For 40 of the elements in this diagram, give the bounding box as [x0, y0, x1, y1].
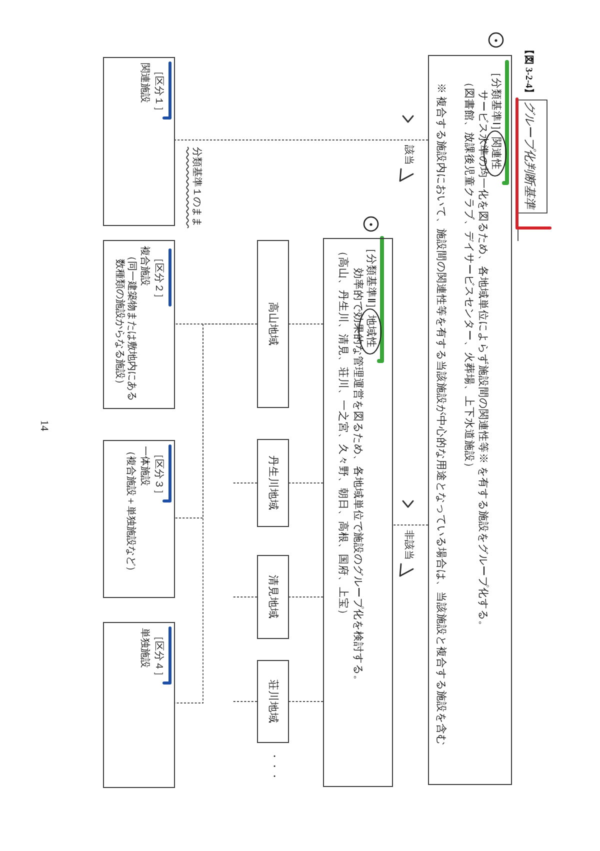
criteria-box [323, 238, 393, 787]
criteria-label: ［分類基準Ⅱ］ [364, 243, 377, 314]
category-heading: ［区分３］ [152, 449, 165, 499]
category-heading: ［区分２］ [152, 253, 165, 303]
area-box: 丹生川地域 [257, 439, 289, 527]
connector-line [232, 596, 258, 598]
connector-line [232, 701, 258, 702]
criteria-name: 関連性 [489, 137, 502, 170]
category-name: 関連施設 [138, 63, 151, 103]
edge-label: 該当 [402, 144, 414, 166]
page-number: 14 [37, 420, 51, 431]
category-name: 単独施設 [138, 628, 151, 668]
criteria-name: 地域性 [364, 315, 377, 348]
figure-title: 【図 3-2-4】 グループ化判断基準 [522, 45, 538, 209]
connector-line [392, 524, 428, 526]
continuation-dots: ・・・ [267, 751, 280, 781]
category-box [103, 57, 175, 226]
example-list: （高山、丹生川、清見、荘川、一之宮、久々野、朝日、高根、国府、上宝） [335, 246, 349, 620]
connector-line [232, 482, 258, 484]
category-heading: ［区分４］ [152, 631, 165, 681]
category-name: 複合施設 [138, 246, 151, 286]
category-note: （同一建築物または敷地内にある数種類の施設からなる施設） [113, 251, 137, 403]
area-box: 清見地域 [257, 555, 289, 639]
criteria-box [428, 55, 512, 785]
connector-line [288, 701, 324, 702]
footnote-text: ※ 複合する施設内において、施設間の関連性等を有する当該施設が中心的な用途となっている場合は、当該施設と複合する施設を含む [434, 83, 447, 746]
category-box [103, 440, 175, 598]
connector-line [288, 482, 324, 484]
branch-note: 分類基準１のまま [190, 147, 202, 227]
example-list: （図書館、放課後児童クラブ、デイサービスセンター、火葬場、上下水道施設） [461, 77, 475, 473]
category-box [103, 240, 175, 409]
area-box: 高山地域 [257, 240, 289, 408]
criteria-label: ［分類基準Ⅰ］ [489, 67, 502, 136]
category-note: （複合施設＋単独施設など） [124, 446, 137, 576]
connector-line [288, 596, 324, 598]
category-box [103, 622, 175, 788]
area-box: 荘川地域 [257, 660, 289, 743]
category-heading: ［区分１］ [152, 66, 165, 116]
edge-label: 非該当 [402, 529, 414, 561]
category-name: 一体施設 [138, 446, 151, 486]
